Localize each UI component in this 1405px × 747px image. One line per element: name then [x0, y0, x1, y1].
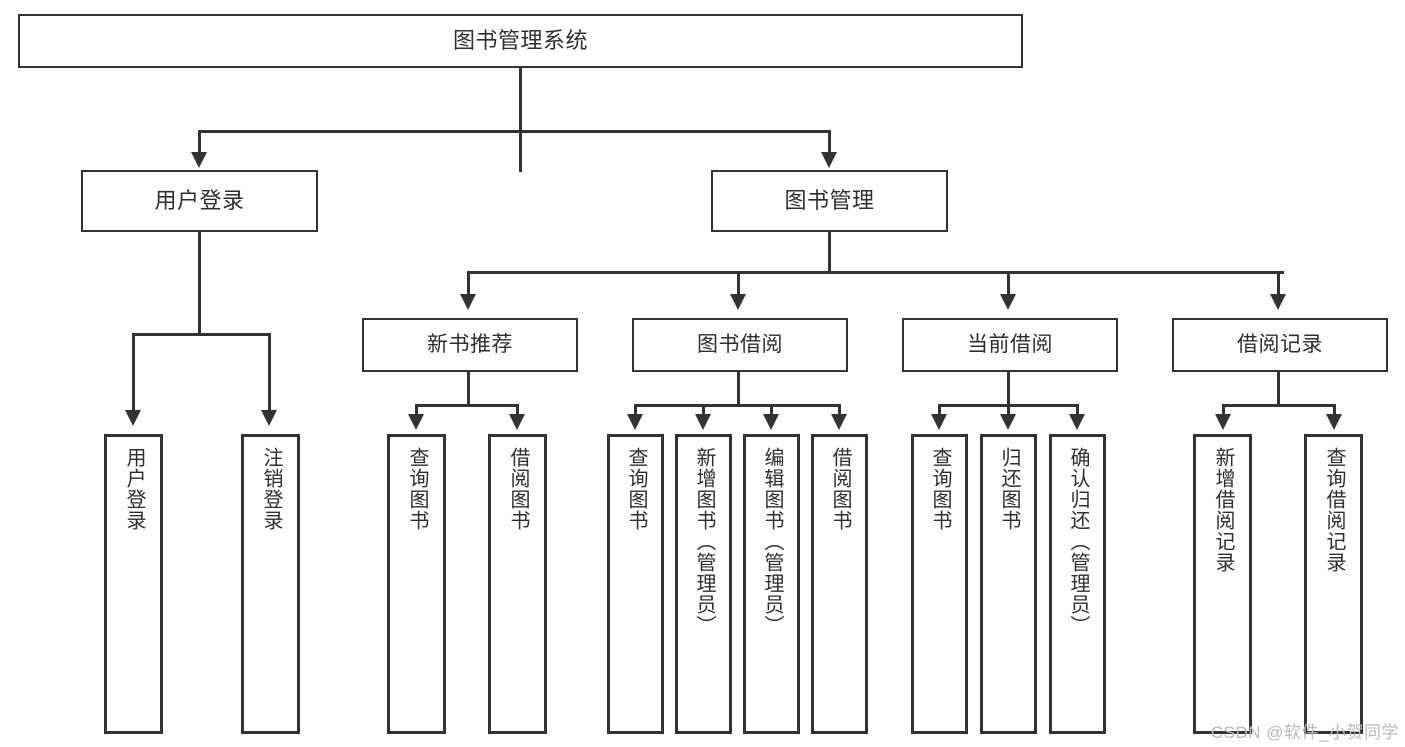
arrow-current-borrow-to-leaf-3 [1069, 414, 1085, 430]
arrow-new-book-rec-to-leaf-1 [408, 414, 424, 430]
node-leaf-recommend-query-book[interactable]: 查询图书 [387, 434, 446, 734]
connector-new-book-rec-to-leaf-2 [516, 404, 519, 416]
connector-borrow-record-stem [1277, 372, 1280, 407]
arrow-book-borrow-to-leaf-4 [831, 414, 847, 430]
arrow-borrow-record-to-leaf-2 [1326, 414, 1342, 430]
connector-user-login-bus [132, 333, 268, 336]
arrow-root-to-user-login [191, 152, 207, 168]
connector-book-borrow-bus [634, 404, 839, 407]
node-label: 注销登录 [260, 447, 282, 531]
node-leaf-user-login[interactable]: 用户登录 [104, 434, 163, 734]
node-label: 查询图书 [929, 447, 951, 531]
node-label: 图书管理 [784, 188, 875, 214]
arrow-borrow-record-to-leaf-1 [1215, 414, 1231, 430]
connector-book-borrow-to-leaf-2 [702, 404, 705, 416]
node-leaf-current-query-book[interactable]: 查询图书 [911, 434, 968, 734]
node-leaf-borrow-lend-book[interactable]: 借阅图书 [811, 434, 868, 734]
connector-book-borrow-to-leaf-1 [634, 404, 637, 416]
connector-borrow-record-to-leaf-1 [1222, 404, 1225, 416]
arrow-book-manage-to-new-book-rec [460, 294, 476, 310]
connector-root-to-user-login [198, 130, 201, 156]
node-label: 图书借阅 [697, 332, 783, 356]
node-label: 编辑图书（管理员） [761, 447, 783, 636]
node-user-login[interactable]: 用户登录 [81, 170, 318, 232]
node-label: 用户登录 [154, 188, 245, 214]
node-label: 查询借阅记录 [1323, 447, 1345, 573]
node-label: 借阅图书 [507, 447, 529, 531]
node-label: 用户登录 [123, 447, 145, 531]
node-label: 新书推荐 [427, 332, 513, 356]
node-leaf-borrow-query-book[interactable]: 查询图书 [607, 434, 664, 734]
node-root-system[interactable]: 图书管理系统 [18, 14, 1023, 68]
node-leaf-borrow-add-book-admin[interactable]: 新增图书（管理员） [675, 434, 732, 734]
connector-new-book-rec-stem [467, 372, 470, 407]
node-current-borrow[interactable]: 当前借阅 [902, 318, 1118, 372]
node-label: 借阅图书 [829, 447, 851, 531]
arrow-book-manage-to-current-borrow [1000, 294, 1016, 310]
connector-root-to-book-manage [828, 130, 831, 156]
connector-new-book-rec-to-leaf-1 [415, 404, 418, 416]
node-leaf-record-add[interactable]: 新增借阅记录 [1193, 434, 1252, 734]
node-label: 当前借阅 [967, 332, 1053, 356]
connector-new-book-rec-bus [415, 404, 519, 407]
connector-book-manage-bus [467, 271, 1284, 274]
node-leaf-borrow-edit-book-admin[interactable]: 编辑图书（管理员） [743, 434, 800, 734]
connector-book-manage-to-current-borrow [1007, 271, 1010, 297]
node-label: 确认归还（管理员） [1067, 447, 1089, 636]
node-leaf-current-confirm-return-admin[interactable]: 确认归还（管理员） [1049, 434, 1106, 734]
connector-borrow-record-to-leaf-2 [1333, 404, 1336, 416]
connector-root-stem [519, 67, 522, 172]
node-new-book-recommend[interactable]: 新书推荐 [362, 318, 578, 372]
connector-current-borrow-to-leaf-2 [1007, 404, 1010, 416]
node-book-manage[interactable]: 图书管理 [711, 170, 948, 232]
arrow-book-borrow-to-leaf-2 [695, 414, 711, 430]
node-leaf-current-return-book[interactable]: 归还图书 [980, 434, 1037, 734]
arrow-book-manage-to-book-borrow [730, 294, 746, 310]
connector-book-borrow-to-leaf-3 [770, 404, 773, 416]
arrow-book-borrow-to-leaf-3 [763, 414, 779, 430]
node-borrow-record[interactable]: 借阅记录 [1172, 318, 1388, 372]
connector-book-manage-stem [828, 232, 831, 274]
arrow-user-login-to-leaf-1 [125, 410, 141, 426]
connector-book-borrow-to-leaf-4 [838, 404, 841, 416]
node-label: 查询图书 [406, 447, 428, 531]
connector-book-borrow-stem [737, 372, 740, 407]
connector-book-manage-to-new-book-rec [467, 271, 470, 297]
connector-book-manage-to-borrow-record [1277, 271, 1280, 297]
connector-current-borrow-stem [1007, 372, 1010, 407]
connector-current-borrow-to-leaf-3 [1076, 404, 1079, 416]
arrow-root-to-book-manage [821, 152, 837, 168]
node-book-borrow[interactable]: 图书借阅 [632, 318, 848, 372]
arrow-user-login-to-leaf-2 [261, 410, 277, 426]
arrow-new-book-rec-to-leaf-2 [509, 414, 525, 430]
connector-user-login-to-leaf-2 [268, 333, 271, 414]
connector-current-borrow-to-leaf-1 [938, 404, 941, 416]
connector-borrow-record-bus [1222, 404, 1336, 407]
node-label: 图书管理系统 [452, 28, 588, 54]
node-label: 归还图书 [998, 447, 1020, 531]
connector-user-login-stem [198, 232, 201, 336]
connector-book-manage-to-book-borrow [737, 271, 740, 297]
arrow-current-borrow-to-leaf-2 [1000, 414, 1016, 430]
arrow-current-borrow-to-leaf-1 [931, 414, 947, 430]
node-label: 查询图书 [625, 447, 647, 531]
watermark-text: CSDN @软件_小贺同学 [1210, 723, 1399, 742]
node-leaf-recommend-borrow-book[interactable]: 借阅图书 [488, 434, 547, 734]
arrow-book-borrow-to-leaf-1 [627, 414, 643, 430]
node-leaf-record-search[interactable]: 查询借阅记录 [1304, 434, 1363, 734]
connector-root-bus [198, 130, 830, 133]
node-label: 新增借阅记录 [1212, 447, 1234, 573]
arrow-book-manage-to-borrow-record [1270, 294, 1286, 310]
node-label: 新增图书（管理员） [693, 447, 715, 636]
node-label: 借阅记录 [1237, 332, 1323, 356]
connector-user-login-to-leaf-1 [132, 333, 135, 414]
node-leaf-user-logout[interactable]: 注销登录 [241, 434, 300, 734]
